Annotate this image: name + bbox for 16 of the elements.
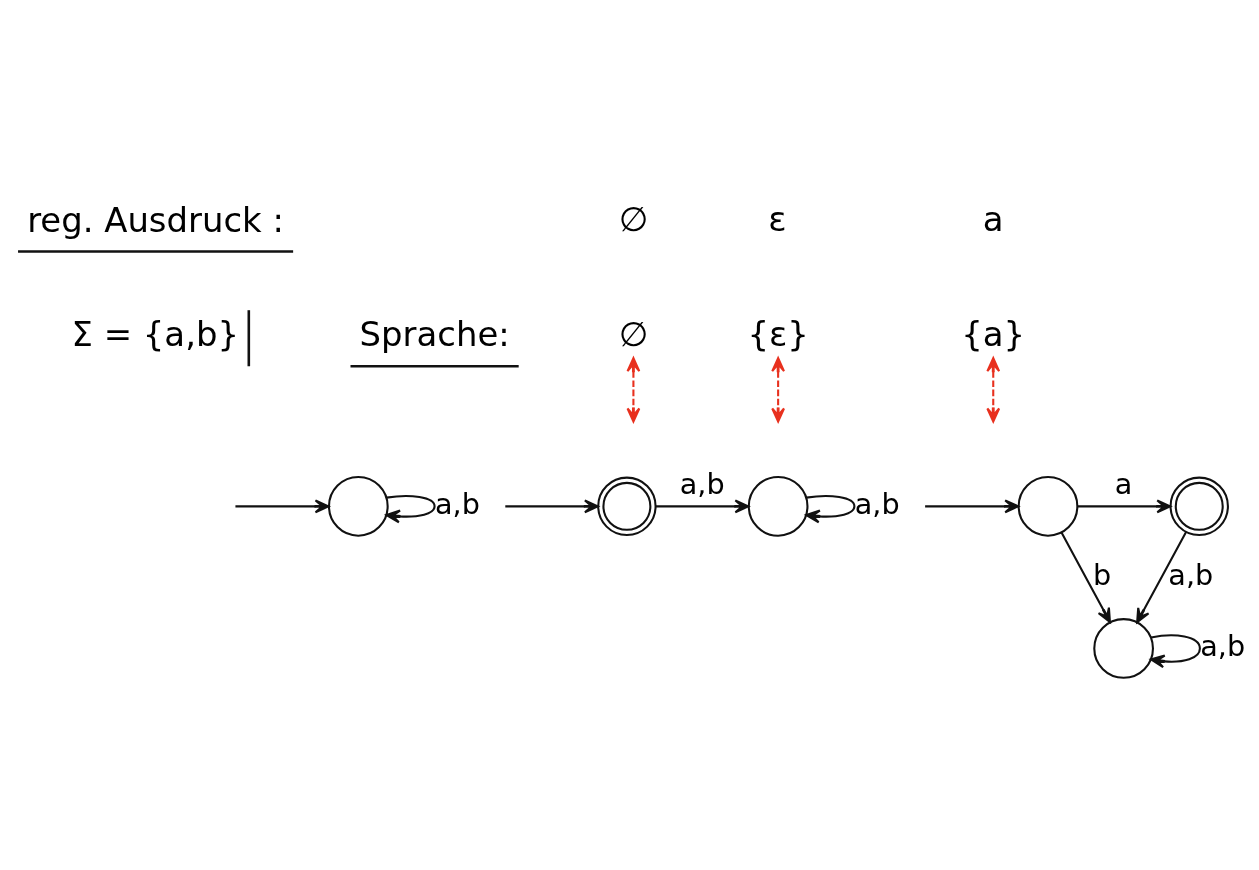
node-text: {a} <box>961 314 1026 354</box>
label: a <box>982 200 1004 240</box>
label: ∅ <box>618 200 649 240</box>
edge-label: a,b <box>679 467 725 502</box>
label: ε <box>768 200 787 240</box>
edge-label: b <box>1093 557 1112 592</box>
label: reg. Ausdruck : <box>27 200 284 240</box>
label: Sprache: <box>359 315 510 355</box>
node-text: {ε} <box>747 314 809 354</box>
edge-label: a,b <box>1200 628 1246 663</box>
edge-label: a,b <box>854 486 900 521</box>
edge-label: a,b <box>434 486 480 521</box>
label: Σ = {a,b} <box>71 315 239 355</box>
edge-label: a <box>1114 467 1133 502</box>
edge-label: a,b <box>1168 557 1214 592</box>
node-text: ∅ <box>618 314 649 354</box>
